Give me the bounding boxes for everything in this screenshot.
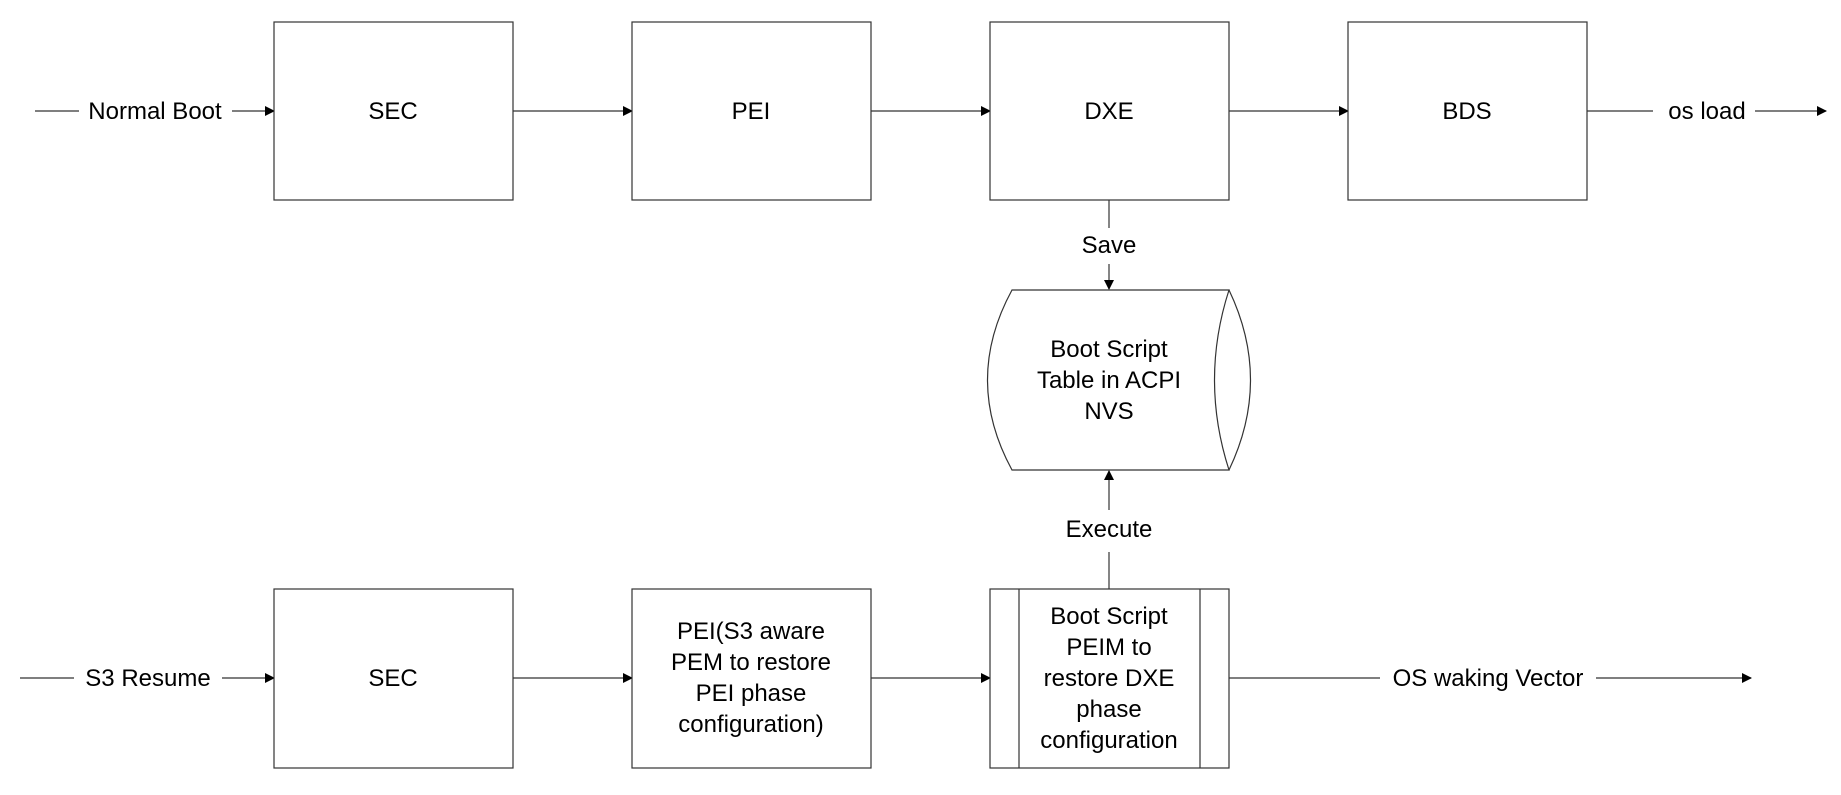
boot-script-table-line-1: Boot Script [1050, 336, 1168, 363]
normal-bds-box [1347, 21, 1588, 201]
peim-line-3: restore DXE [1044, 665, 1175, 692]
boot-script-peim-box [989, 588, 1230, 769]
s3-pei-line-2: PEM to restore [671, 649, 831, 676]
peim-line-4: phase [1076, 696, 1141, 723]
s3-resume-label: S3 Resume [85, 665, 210, 692]
normal-dxe-box [989, 21, 1230, 201]
normal-bds-label: BDS [1442, 98, 1491, 125]
normal-sec-label: SEC [368, 98, 417, 125]
peim-line-2: PEIM to [1066, 634, 1151, 661]
s3-pei-line-4: configuration) [678, 711, 823, 738]
normal-boot-label: Normal Boot [88, 98, 222, 125]
s3-sec-box [273, 588, 514, 769]
normal-sec-box [273, 21, 514, 201]
boot-script-table-edge [1228, 289, 1252, 471]
boot-script-table-line-2: Table in ACPI [1037, 367, 1181, 394]
s3-pei-box [631, 588, 872, 769]
normal-pei-label: PEI [732, 98, 771, 125]
s3-pei-line-1: PEI(S3 aware [677, 618, 825, 645]
os-load-label: os load [1668, 98, 1745, 125]
os-waking-vector-label: OS waking Vector [1393, 665, 1584, 692]
peim-line-1: Boot Script [1050, 603, 1168, 630]
s3-sec-label: SEC [368, 665, 417, 692]
boot-script-table-line-3: NVS [1084, 398, 1133, 425]
normal-dxe-label: DXE [1084, 98, 1133, 125]
execute-label: Execute [1066, 516, 1153, 543]
normal-pei-box [631, 21, 872, 201]
save-label: Save [1082, 232, 1137, 259]
peim-line-5: configuration [1040, 727, 1177, 754]
s3-pei-line-3: PEI phase [696, 680, 807, 707]
boot-script-table-shape [987, 289, 1230, 471]
